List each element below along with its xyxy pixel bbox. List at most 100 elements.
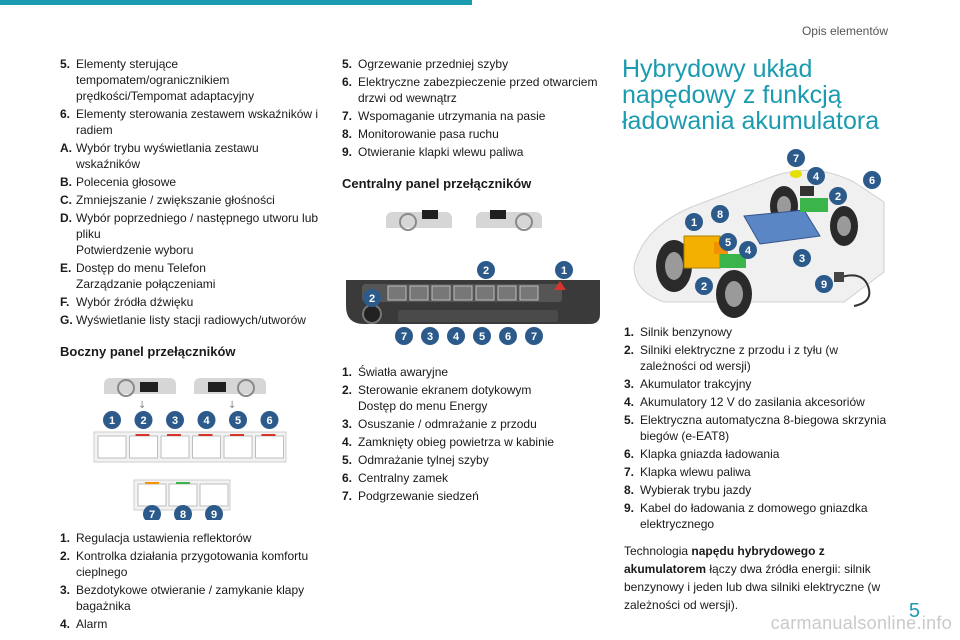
list-item-text: Elektryczne zabezpieczenie przed otwarci… [358, 74, 604, 106]
list-item-key: B. [60, 175, 72, 189]
list-item-line: Zmniejszanie / zwiększanie głośności [76, 193, 275, 207]
list-item-key: C. [60, 193, 72, 207]
switch-button-icon [192, 435, 221, 459]
list-item-line: Polecenia głosowe [76, 175, 177, 189]
list-item: 4.Zamknięty obieg powietrza w kabinie [342, 434, 604, 450]
callout-badge: 5 [473, 327, 491, 345]
hybrid-section-title: Hybrydowy układ napędowy z funkcją ładow… [622, 55, 880, 135]
list-item-key: E. [60, 261, 72, 275]
switch-button-icon [97, 435, 127, 459]
list-item: 8.Wybierak trybu jazdy [624, 482, 892, 498]
list-item-key: G. [60, 313, 73, 327]
indicator-led [230, 434, 244, 436]
indicator-led [176, 482, 190, 484]
list-item-key: 2. [624, 343, 635, 357]
callout-badge: 6 [260, 411, 279, 429]
callout-badge: 2 [134, 411, 153, 429]
list-item-key: 2. [342, 383, 353, 397]
callout-badge: 4 [739, 241, 757, 259]
list-item-key: 4. [624, 395, 635, 409]
callout-badge: 7 [787, 149, 805, 167]
list-item-line: Sterowanie ekranem dotykowym [358, 383, 532, 397]
list-item-key: 5. [60, 57, 71, 71]
list-item-text: Zmniejszanie / zwiększanie głośności [76, 192, 322, 208]
callout-number: 4 [813, 171, 820, 183]
indicator-led [135, 434, 150, 436]
list-item-key: 6. [624, 447, 635, 461]
column-left: 5. Elementy sterujące tempomatem/ogranicz… [60, 56, 322, 634]
list-item-text: Kontrolka działania przygotowania komfor… [76, 548, 322, 580]
list-item-line: Zamknięty obieg powietrza w kabinie [358, 435, 555, 449]
callout-number: 7 [401, 331, 407, 343]
list-item-key: D. [60, 211, 72, 225]
list-item: 3.Bezdotykowe otwieranie / zamykanie kla… [60, 582, 322, 614]
list-item: 4.Alarm [60, 616, 322, 632]
callout-badge: 2 [477, 261, 495, 279]
list-item: 2.Kontrolka działania przygotowania komf… [60, 548, 322, 580]
list-item-key: 8. [342, 127, 353, 141]
steering-wheel-rhd-icon: ↓ [194, 378, 266, 411]
list-item-key: 6. [342, 75, 353, 89]
list-item: 9.Otwieranie klapki wlewu paliwa [342, 144, 604, 160]
callout-badge: 1 [685, 213, 703, 231]
list-item-line: Elektryczne zabezpieczenie przed otwarci… [358, 75, 598, 105]
callout-number: 2 [483, 265, 489, 277]
list-item-text: Elektryczna automatyczna 8-biegowa skrzy… [640, 412, 892, 444]
callout-badge: 2 [695, 277, 713, 295]
list-item-line: Dostęp do menu Telefon [76, 261, 206, 275]
console-button-icon [409, 285, 429, 301]
list-item: 6. Klapka gniazda ładowania [624, 446, 892, 462]
switch-button-icon [255, 435, 284, 459]
list-item: 1.Silnik benzynowy [624, 324, 892, 340]
list-item-line: Elementy sterujące tempomatem/ograniczni… [76, 57, 255, 103]
callout-badge: 2 [829, 187, 847, 205]
list-item: 9.Kabel do ładowania z domowego gniazdka… [624, 500, 892, 532]
list-item-line: Wybierak trybu jazdy [640, 483, 752, 497]
callout-badge: 7 [143, 505, 161, 520]
list-item-text: Polecenia głosowe [76, 174, 322, 190]
list-item-text: Klapka gniazda ładowania [640, 446, 892, 462]
switch-button-icon [137, 483, 167, 507]
list-item-text: Wybór poprzedniego / następnego utworu l… [76, 210, 322, 258]
list-item-key: 7. [342, 489, 353, 503]
indicator-led [261, 434, 276, 436]
indicator-led [145, 482, 159, 484]
list-item-text: Akumulator trakcyjny [640, 376, 892, 392]
indicator-led [198, 434, 213, 436]
list-item-key: 6. [60, 107, 71, 121]
svg-text:↓: ↓ [228, 400, 236, 411]
list-item: 5. Elementy sterujące tempomatem/ogranicz… [60, 56, 322, 104]
list-item-text: Elementy sterowania zestawem wskaźników … [76, 106, 322, 138]
list-item-line: Akumulatory 12 V do zasilania akcesoriów [640, 395, 865, 409]
steering-wheel-lhd-icon [386, 210, 452, 231]
center-panel-heading: Centralny panel przełączników [342, 176, 532, 191]
list-item-line: Potwierdzenie wyboru [76, 243, 194, 257]
callout-number: 1 [109, 415, 115, 427]
callout-badge: 7 [525, 327, 543, 345]
list-item-line: Silnik benzynowy [640, 325, 733, 339]
list-item-line: Otwieranie klapki wlewu paliwa [358, 145, 524, 159]
callout-number: 3 [172, 415, 178, 427]
list-item-line: Wybór źródła dźwięku [76, 295, 194, 309]
list-item: 7.Wspomaganie utrzymania na pasie [342, 108, 604, 124]
wheels [656, 186, 858, 318]
console-button-icon [387, 285, 407, 301]
list-item: 7.Klapka wlewu paliwa [624, 464, 892, 480]
callout-number: 2 [835, 191, 841, 203]
list-item-line: Wybór trybu wyświetlania zestawu wskaźni… [76, 141, 259, 171]
list-item-key: 3. [624, 377, 635, 391]
callout-badge: 8 [711, 205, 729, 223]
list-item-line: Kabel do ładowania z domowego gniazdka e… [640, 501, 868, 531]
list-item-line: Centralny zamek [358, 471, 449, 485]
switch-button-icon [168, 483, 198, 507]
console-button-icon [475, 285, 495, 301]
list-item-line: Wspomaganie utrzymania na pasie [358, 109, 546, 123]
callout-number: 8 [180, 509, 186, 520]
callout-number: 5 [235, 415, 241, 427]
callout-number: 5 [725, 237, 731, 249]
